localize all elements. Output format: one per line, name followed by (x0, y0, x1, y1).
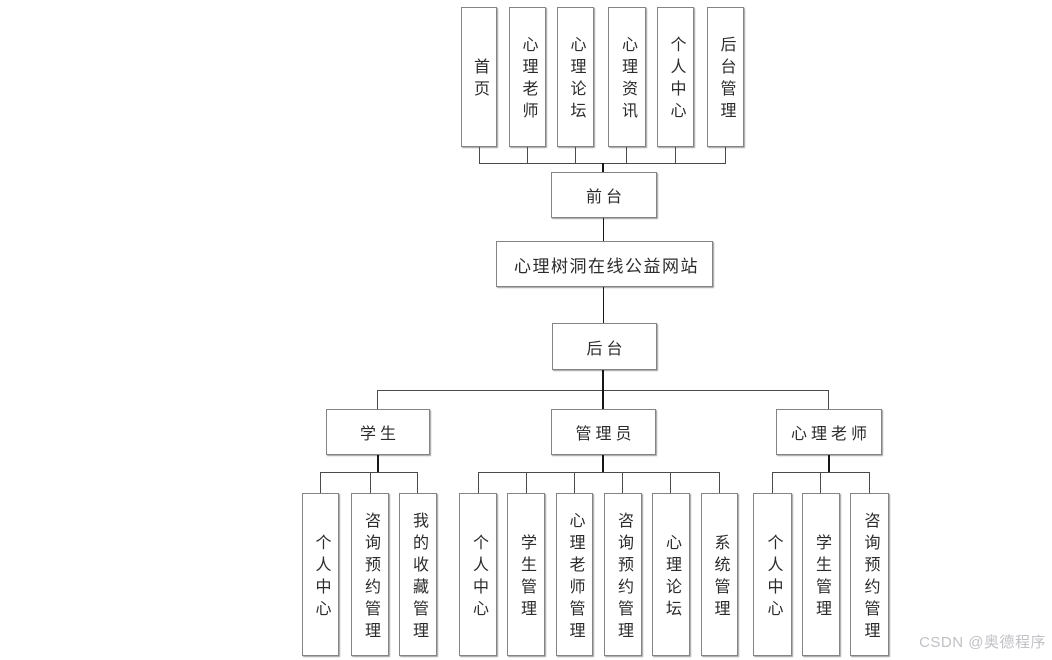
node-label: 咨询预约管理 (362, 511, 379, 644)
connector-line (370, 472, 371, 493)
node-front-psych-teacher: 心理老师 (509, 7, 546, 147)
node-label: 学生 (359, 426, 400, 443)
connector-line (526, 472, 527, 493)
connector-line (725, 147, 726, 163)
connector-line (602, 390, 604, 409)
node-label: 心理老师管理 (566, 511, 584, 644)
node-label: 个人中心 (312, 533, 330, 622)
connector-line (320, 472, 321, 493)
node-role-student: 学生 (326, 409, 430, 455)
node-label: 前台 (585, 189, 626, 206)
connector-line (527, 147, 528, 163)
connector-line (675, 147, 676, 163)
node-front-admin-panel: 后台管理 (707, 7, 744, 147)
connector-line (828, 455, 830, 472)
node-admin-system-mgmt: 系统管理 (701, 493, 738, 656)
node-label: 后台 (586, 340, 627, 358)
connector-line (603, 287, 604, 323)
node-label: 个人中心 (764, 533, 782, 622)
node-student-appointment-mgmt: 咨询预约管理 (351, 493, 389, 656)
node-back: 后台 (552, 323, 657, 370)
connector-line (377, 390, 378, 409)
node-label: 我的收藏管理 (410, 511, 427, 644)
connector-line (670, 472, 671, 493)
connector-line (478, 472, 479, 493)
node-label: 首页 (471, 58, 488, 102)
node-label: 心理论坛 (567, 36, 585, 124)
node-admin-appointment-mgmt: 咨询预约管理 (604, 493, 642, 656)
connector-line (772, 472, 773, 493)
node-label: 学生管理 (813, 533, 830, 622)
node-label: 咨询预约管理 (861, 511, 879, 644)
connector-line (602, 163, 604, 172)
node-label: 咨询预约管理 (615, 511, 632, 644)
node-admin-teacher-mgmt: 心理老师管理 (556, 493, 593, 656)
node-label: 心理资讯 (619, 36, 636, 124)
node-role-admin: 管理员 (551, 409, 656, 455)
node-label: 心理老师 (519, 36, 537, 124)
node-admin-personal-center: 个人中心 (459, 493, 497, 656)
node-teacher-appointment-mgmt: 咨询预约管理 (850, 493, 889, 656)
node-admin-psych-forum: 心理论坛 (652, 493, 690, 656)
connector-line (772, 472, 870, 473)
connector-line (479, 147, 480, 163)
node-label: 系统管理 (711, 533, 729, 622)
node-label: 后台管理 (717, 36, 735, 124)
node-student-favorites-mgmt: 我的收藏管理 (399, 493, 437, 656)
node-front-personal-center: 个人中心 (657, 7, 694, 147)
node-label: 心理老师 (790, 426, 871, 443)
connector-line (602, 370, 604, 390)
node-label: 管理员 (575, 426, 636, 443)
connector-line (869, 472, 870, 493)
connector-line (719, 472, 720, 493)
connector-line (622, 472, 623, 493)
connector-line (377, 455, 379, 472)
node-teacher-student-mgmt: 学生管理 (802, 493, 840, 656)
connector-line (417, 472, 418, 493)
node-front-home: 首页 (461, 7, 497, 147)
node-teacher-personal-center: 个人中心 (753, 493, 792, 656)
connector-line (602, 455, 604, 472)
connector-line (575, 147, 576, 163)
connector-line (626, 147, 627, 163)
node-front: 前台 (551, 172, 657, 218)
connector-line (574, 472, 575, 493)
node-student-personal-center: 个人中心 (302, 493, 339, 656)
node-label: 学生管理 (518, 533, 535, 622)
node-front-psych-news: 心理资讯 (608, 7, 646, 147)
node-role-teacher: 心理老师 (776, 409, 882, 455)
connector-line (820, 472, 821, 493)
node-label: 心理论坛 (663, 533, 680, 622)
connector-line (320, 472, 418, 473)
node-root: 心理树洞在线公益网站 (496, 241, 713, 287)
node-label: 心理树洞在线公益网站 (514, 256, 699, 276)
csdn-watermark: CSDN @奥德程序 (919, 634, 1046, 651)
node-label: 个人中心 (667, 36, 685, 124)
node-front-psych-forum: 心理论坛 (557, 7, 594, 147)
node-label: 个人中心 (470, 533, 487, 622)
connector-line (828, 390, 829, 409)
node-admin-student-mgmt: 学生管理 (507, 493, 545, 656)
connector-line (603, 218, 604, 241)
connector-line (478, 472, 719, 473)
